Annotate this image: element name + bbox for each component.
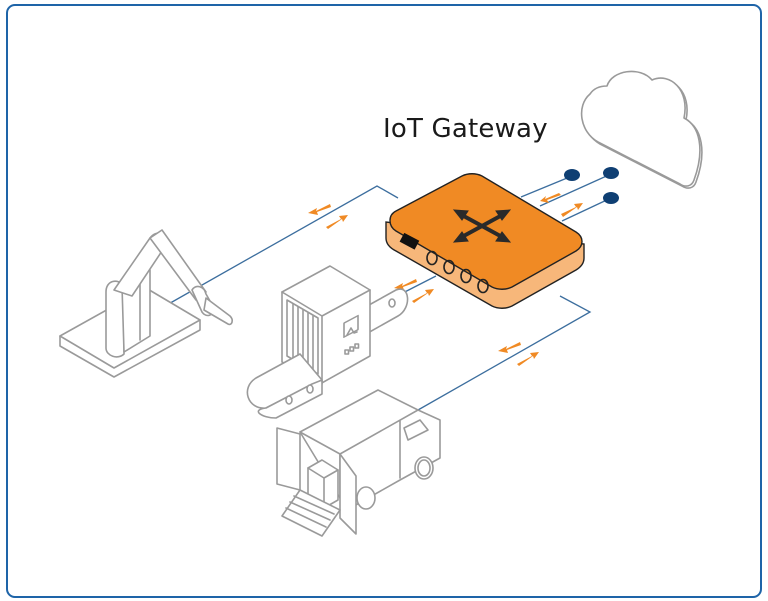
cloud-endpoint-node — [564, 169, 580, 181]
gateway-led-icon — [460, 268, 472, 284]
cloud-endpoint-node — [603, 167, 619, 179]
arrow-to-cloud-icon — [561, 203, 583, 217]
arrow-to-conveyor-icon — [394, 279, 417, 290]
conveyor-scanner-icon — [246, 265, 409, 419]
van-link — [417, 295, 592, 411]
gateway-device[interactable] — [385, 173, 585, 309]
robot-arm-link — [164, 185, 399, 307]
arrow-to-gateway-icon — [540, 193, 561, 203]
robot-arm-icon — [59, 229, 233, 378]
cloud-icon — [580, 70, 703, 189]
cloud-link-line — [520, 175, 573, 198]
crossed-arrows-icon — [452, 209, 512, 243]
arrow-to-gateway-icon — [326, 215, 348, 229]
arrow-to-gateway-icon — [517, 352, 539, 366]
arrow-to-robot-icon — [308, 204, 331, 215]
arrow-to-gateway-icon — [412, 289, 434, 303]
cloud-endpoint-node — [603, 192, 619, 204]
gateway-port-icon — [399, 232, 420, 250]
gateway-top — [389, 173, 583, 290]
delivery-van-icon — [276, 389, 441, 537]
gateway-led-icon — [443, 259, 455, 275]
gateway-led-icon — [477, 278, 489, 294]
arrow-to-van-icon — [498, 342, 521, 353]
cloud-link-line — [539, 173, 612, 207]
gateway-title: IoT Gateway — [383, 114, 548, 144]
cloud-link-line — [561, 197, 612, 222]
gateway-led-icon — [426, 250, 438, 266]
cloud-links — [520, 167, 619, 222]
